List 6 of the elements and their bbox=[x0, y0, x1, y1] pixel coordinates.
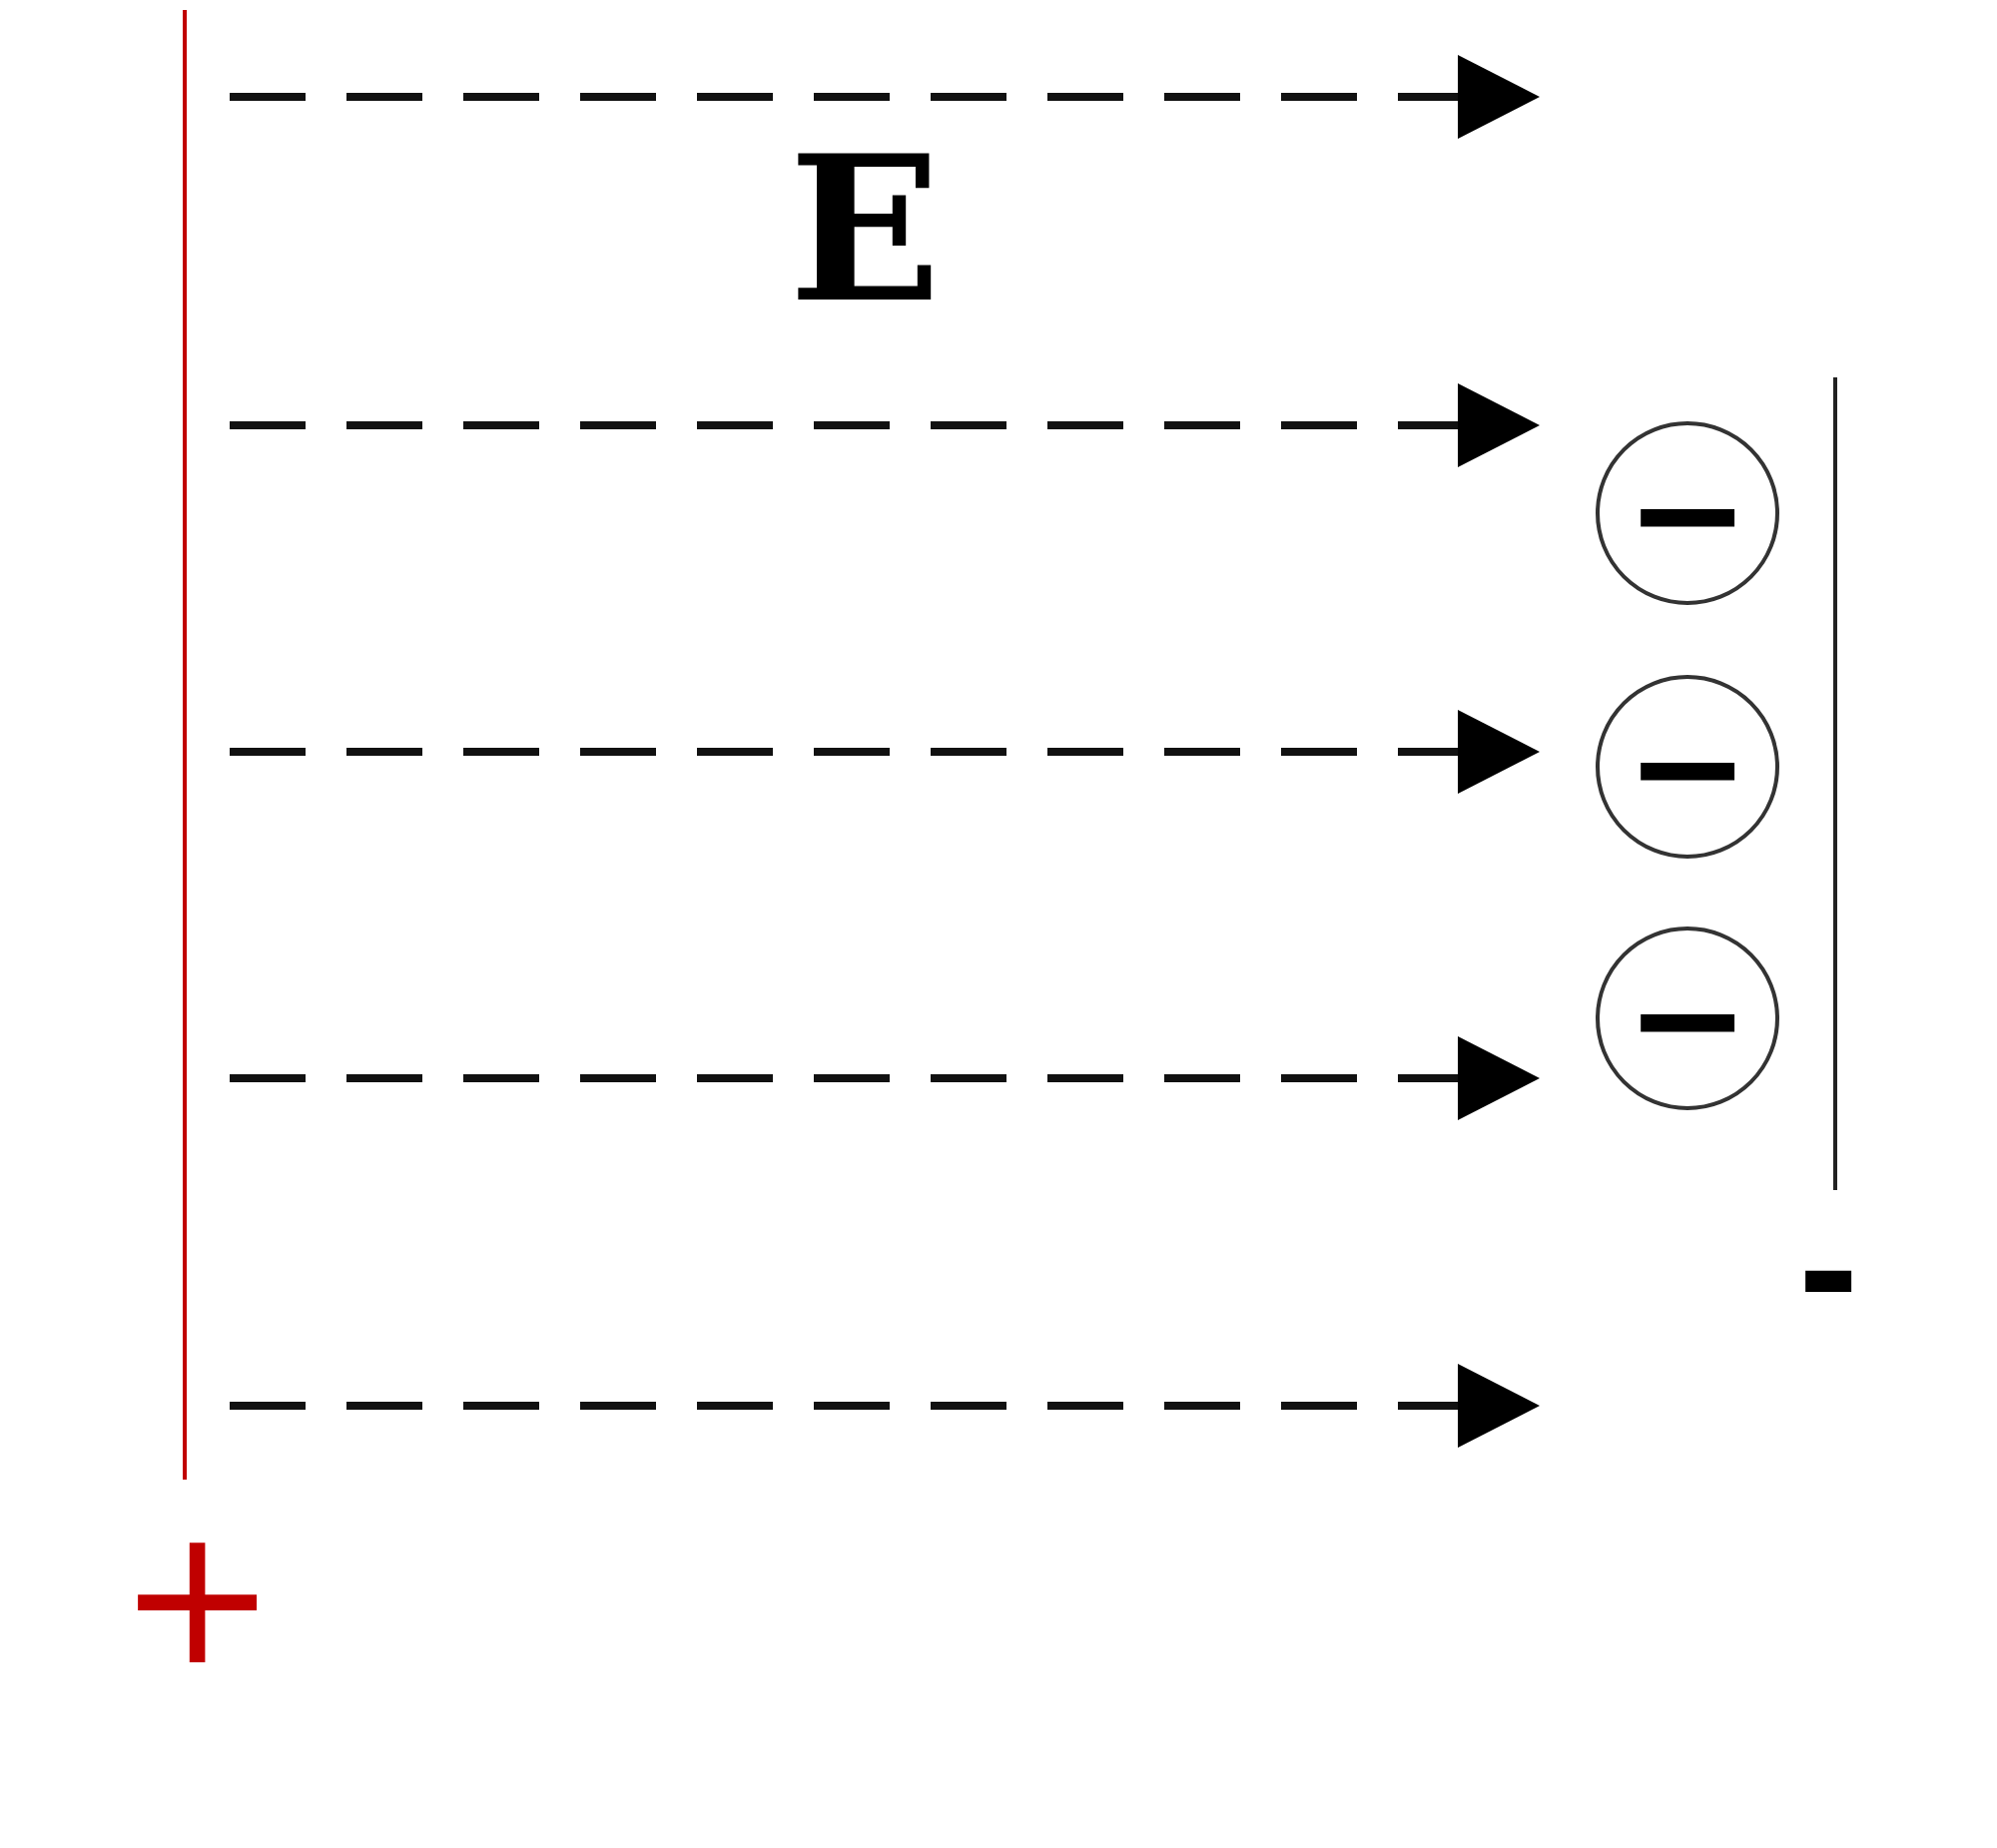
charge-sign: − bbox=[1625, 943, 1750, 1093]
charge-sign: − bbox=[1625, 692, 1750, 842]
charge-sign: − bbox=[1625, 438, 1750, 588]
field-label: E bbox=[789, 130, 942, 329]
negative-sign: - bbox=[1797, 1198, 1860, 1348]
positive-sign: + bbox=[118, 1503, 278, 1692]
